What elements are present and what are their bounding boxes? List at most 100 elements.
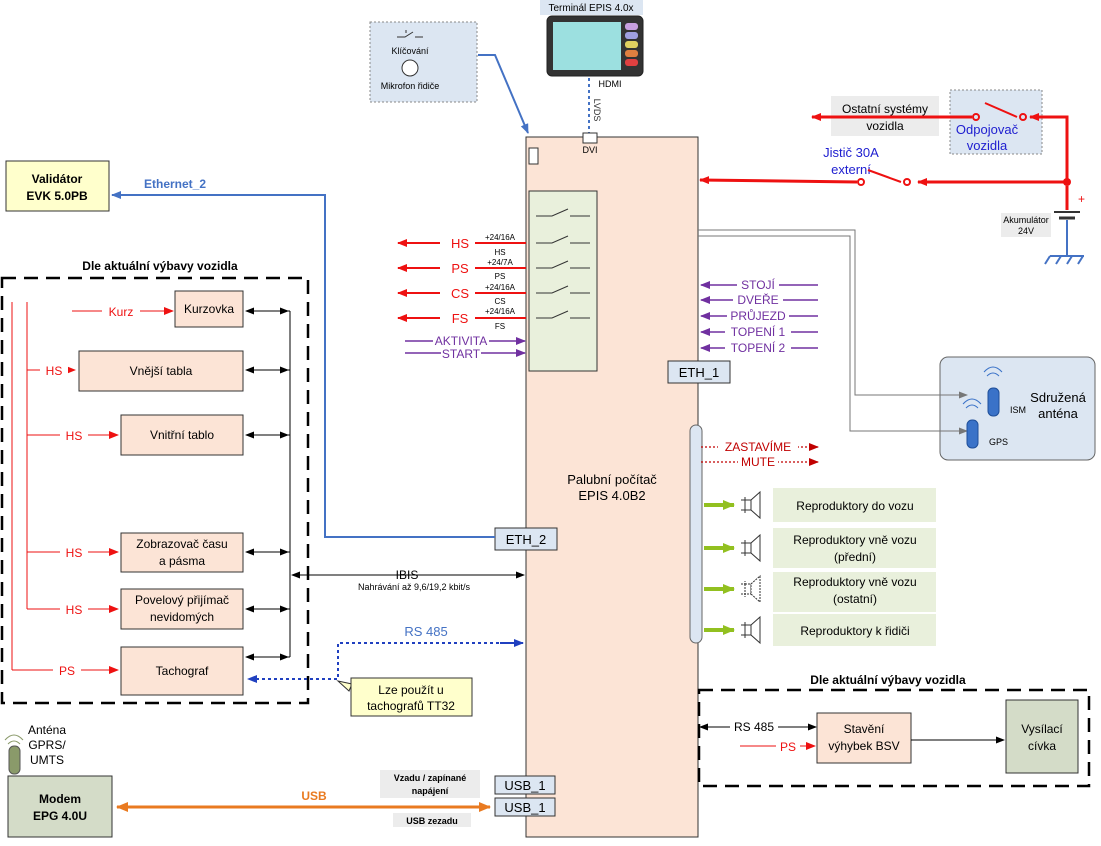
start-label: START — [442, 347, 481, 361]
onboard-title-1: Palubní počítač — [567, 472, 657, 487]
dvere-bg — [733, 293, 783, 306]
speaker-label-3: Reproduktory vně vozu(ostatní) — [793, 575, 916, 606]
microphone-icon — [401, 59, 419, 77]
optional-right-frame — [697, 688, 1091, 788]
zastavime-bg — [718, 440, 798, 453]
dvi-port — [582, 132, 598, 144]
hs3-signal-label: HS — [66, 546, 83, 560]
usb1a-port — [494, 775, 556, 795]
terminal-title: Terminál EPIS 4.0x — [548, 3, 633, 14]
hs-out-bg — [440, 236, 475, 250]
modem-box — [7, 775, 113, 838]
eth2-label: ETH_2 — [506, 532, 546, 547]
optional-right-title: Dle aktuální výbavy vozidla — [810, 673, 966, 687]
usb1a-label: USB_1 — [504, 778, 545, 793]
ps-signal-bg — [53, 663, 81, 677]
relay-switches — [536, 208, 590, 319]
ibis-label: IBIS — [396, 568, 419, 582]
rs485-bsv-label: RS 485 — [734, 720, 774, 734]
zastavime-label: ZASTAVÍME — [725, 439, 791, 454]
bsv-box — [816, 712, 912, 764]
speaker-icon — [741, 533, 761, 563]
tachograf-box — [120, 646, 244, 696]
disconnector-1: Odpojovač — [956, 122, 1019, 137]
coil-label-1: Vysílací — [1021, 722, 1063, 736]
validator-title-2: EVK 5.0PB — [26, 189, 88, 203]
stoji-bg — [737, 278, 779, 291]
cs-out-label: CS — [451, 286, 469, 301]
optional-right-title-bg — [790, 670, 988, 688]
zobrazovac-label-1: Zobrazovač času — [136, 537, 227, 551]
vnitrni-tablo-label: Vnitřní tablo — [150, 428, 214, 442]
terminal-buttons — [625, 23, 638, 66]
prujezd-label: PRŮJEZD — [730, 308, 786, 323]
modem-antenna-3: UMTS — [30, 753, 64, 767]
ethernet2-label: Ethernet_2 — [144, 177, 206, 191]
other-systems-2: vozidla — [866, 119, 904, 133]
eth1-port — [667, 360, 731, 384]
usb1b-port — [494, 797, 556, 817]
antenna-box — [939, 356, 1096, 461]
disconnector-feed — [1029, 113, 1069, 182]
optional-left-title: Dle aktuální výbavy vozidla — [82, 259, 238, 273]
breaker-contact-r — [903, 178, 911, 186]
rs485-line — [247, 642, 523, 683]
gps-antenna-icon — [962, 398, 982, 449]
zobrazovac-box — [120, 532, 244, 573]
breaker-blade — [867, 169, 902, 183]
speaker-icon — [741, 490, 761, 520]
vnitrni-tablo-box — [120, 414, 244, 456]
modem-title-1: Modem — [39, 792, 81, 806]
speaker-icon — [741, 615, 761, 645]
modem-antenna-1: Anténa — [28, 723, 66, 737]
ibis-sub-label: Nahrávání až 9,6/19,2 kbit/s — [358, 582, 471, 592]
battery-label-2: 24V — [1018, 226, 1034, 236]
hs-out-label: HS — [451, 236, 469, 251]
relay-block — [528, 190, 598, 372]
speaker-box-1 — [773, 488, 936, 522]
rear-usb-label: USB zezadu — [406, 816, 458, 826]
hs4-signal-bg — [60, 602, 88, 616]
speaker-label-2: Reproduktory vně vozu(přední) — [793, 533, 916, 564]
speaker-label-4: Reproduktory k řidiči — [800, 624, 909, 638]
ism-label: ISM — [1010, 405, 1026, 415]
kurz-signal-bg — [102, 304, 140, 318]
usb-label: USB — [301, 789, 327, 803]
ps-out-label: PS — [451, 261, 469, 276]
povelovy-label-1: Povelový přijímač — [135, 593, 229, 607]
ps-bsv-bg — [776, 739, 800, 753]
disconnector-contact-l — [972, 113, 980, 121]
modem-antenna-2: GPRS/ — [28, 738, 66, 752]
hs-out-rating: +24/16A — [485, 233, 516, 242]
breaker-2: externí — [831, 162, 871, 177]
cs-out-sub: CS — [494, 297, 505, 306]
hs2-signal-bg — [60, 428, 88, 442]
dvi-label: DVI — [582, 145, 597, 155]
hs3-signal-bg — [60, 545, 88, 559]
keying-label: Klíčování — [391, 46, 429, 56]
topeni1-bg — [725, 325, 791, 338]
mute-label: MUTE — [741, 455, 775, 469]
start-bg — [441, 347, 481, 359]
disconnector-2: vozidla — [967, 138, 1008, 153]
keying-switch-icon — [397, 30, 423, 38]
disconnector-contact-r — [1019, 113, 1027, 121]
ps-out-rating: +24/7A — [487, 258, 513, 267]
cs-out-rating: +24/16A — [485, 283, 516, 292]
gps-label: GPS — [989, 437, 1008, 447]
hs4-signal-label: HS — [66, 603, 83, 617]
gps-line — [698, 235, 968, 435]
ism-line — [698, 229, 968, 399]
speaker-arrows — [704, 500, 735, 635]
aktivita-label: AKTIVITA — [435, 334, 487, 348]
zobrazovac-label-2: a pásma — [159, 554, 205, 568]
fs-out-rating: +24/16A — [485, 307, 516, 316]
battery-icon — [1044, 186, 1084, 265]
bsv-label-1: Stavění — [844, 722, 885, 736]
bsv-label-2: výhybek BSV — [828, 739, 899, 753]
hdmi-label: HDMI — [599, 79, 622, 89]
speaker-box-2 — [773, 528, 936, 568]
onboard-title-2: EPIS 4.0B2 — [578, 488, 645, 503]
eth1-label: ETH_1 — [679, 365, 719, 380]
